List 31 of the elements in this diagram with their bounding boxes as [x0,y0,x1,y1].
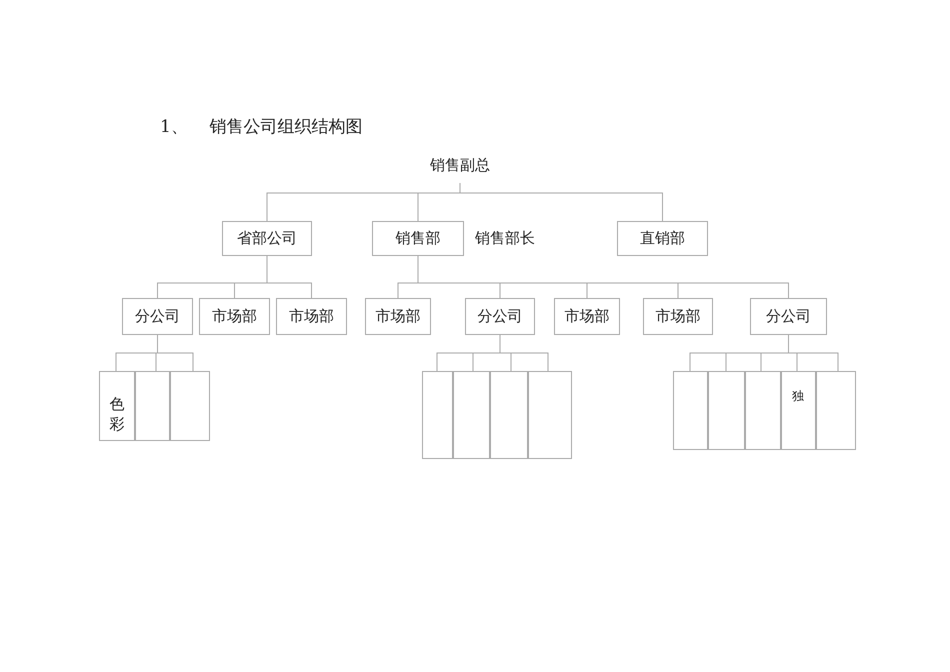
empty-box [745,371,781,450]
connector-line [788,334,838,372]
department-box: 市场部 [643,298,713,335]
unit-box: 色彩 [99,371,135,441]
department-box: 省部公司 [222,221,312,256]
department-box: 直销部 [617,221,708,256]
empty-box [422,371,453,459]
empty-box [816,371,856,450]
connector-line [500,334,548,372]
connector-line [460,182,663,222]
department-box: 市场部 [199,298,270,335]
heading-label: 销售副总 [420,153,500,179]
connector-line [266,256,312,298]
department-box: 市场部 [365,298,431,335]
department-box: 分公司 [750,298,827,335]
department-box: 分公司 [465,298,535,335]
empty-box [170,371,210,441]
empty-box [453,371,490,459]
unit-box: 独 [781,371,816,450]
empty-box [708,371,745,450]
empty-box [135,371,170,441]
empty-box [673,371,708,450]
empty-box [490,371,528,459]
title: 1、 销售公司组织结构图 [160,116,362,138]
department-box: 销售部 [372,221,464,256]
connector-line [157,334,194,372]
side-label: 销售部长 [475,229,535,248]
empty-box [528,371,572,459]
department-box: 市场部 [554,298,620,335]
department-box: 市场部 [276,298,347,335]
department-box: 分公司 [122,298,193,335]
